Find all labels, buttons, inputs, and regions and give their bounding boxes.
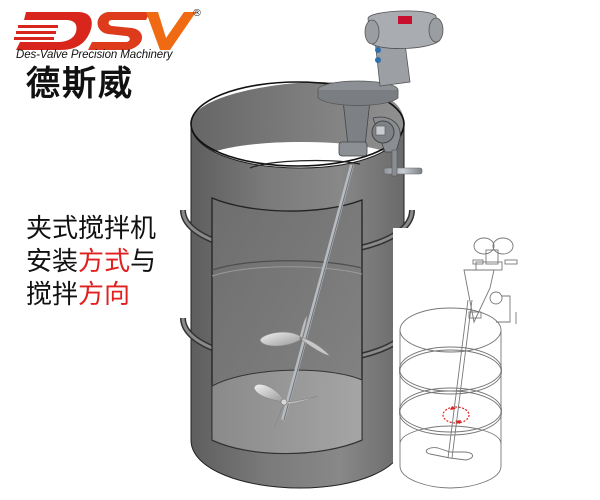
logo-tagline: Des-Valve Precision Machinery: [16, 49, 173, 61]
logo-chinese-name: 德斯威: [26, 64, 134, 104]
caption-line-3-red: 方向: [78, 280, 131, 310]
registered-mark: ®: [192, 8, 202, 19]
dsv-logo: [12, 6, 212, 106]
caption-line-3: 搅拌方向: [26, 279, 156, 312]
caption-line-2: 安装方式与: [26, 246, 156, 279]
caption-line-2-red: 方式: [78, 247, 131, 277]
caption-line-1: 夹式搅拌机: [26, 214, 157, 244]
caption-line-2-tail: 与: [130, 247, 157, 277]
dsv-logo-mark: [14, 12, 196, 50]
caption-line-3-black: 搅拌: [26, 280, 79, 310]
caption-text: 夹式搅拌机 安装方式与 搅拌方向: [26, 213, 156, 312]
caption-line-2-black: 安装: [26, 247, 79, 277]
